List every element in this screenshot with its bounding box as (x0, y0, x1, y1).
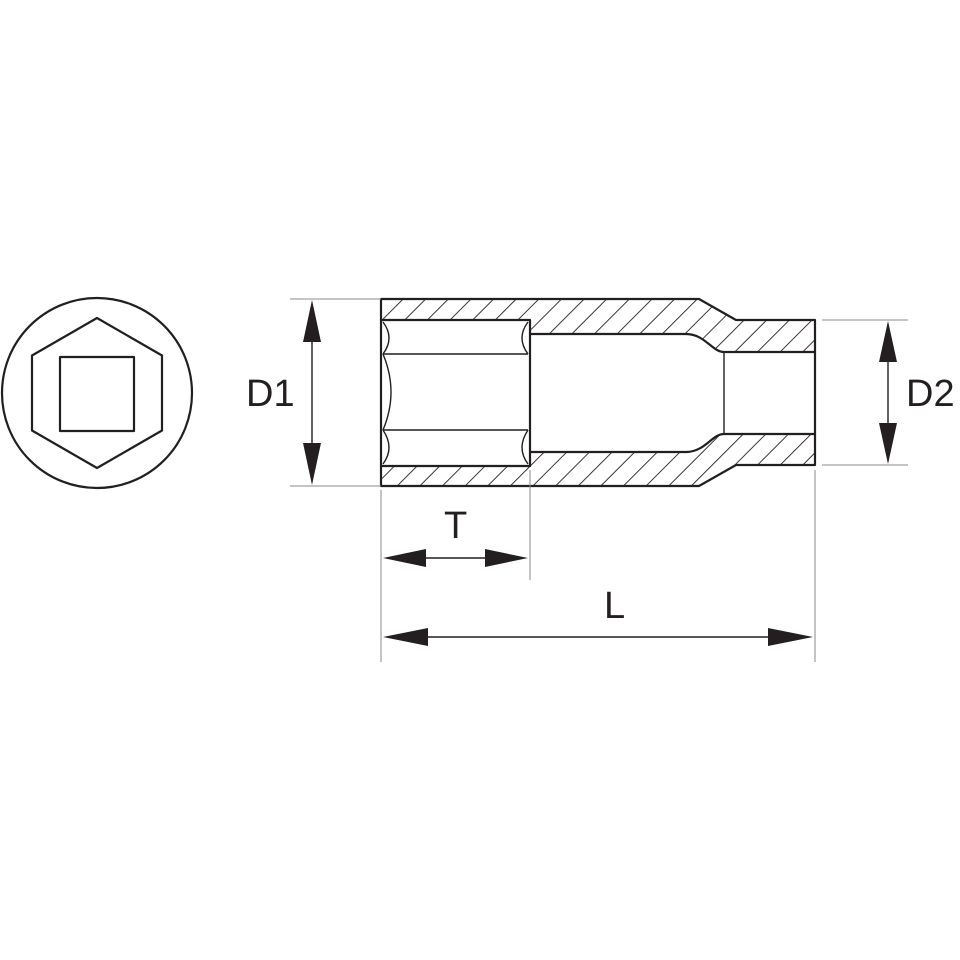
square-drive-opening (58, 355, 136, 433)
socket-section-view (379, 297, 817, 488)
l-arrow-left (383, 628, 428, 646)
hex-drive-opening (30, 316, 164, 470)
dimension-t: T (380, 470, 531, 662)
d2-arrow-top (879, 321, 897, 362)
socket-end-view (0, 296, 194, 490)
t-arrow-right (485, 549, 528, 567)
hex-flat-arc-left-mid (382, 353, 392, 431)
socket-outer-contour (379, 297, 817, 488)
dimension-d2: D2 (822, 319, 955, 466)
d1-label: D1 (246, 373, 295, 415)
bore-upper-edge (528, 332, 817, 354)
hex-opening-top-edge (379, 318, 532, 468)
bore-lower-edge (528, 432, 817, 454)
t-label: T (444, 505, 467, 547)
hex-flat-arc-right-top (521, 321, 529, 355)
l-arrow-right (768, 628, 813, 646)
l-label: L (604, 585, 625, 627)
hatched-wall-top (381, 299, 815, 352)
socket-outer-circle (0, 296, 194, 490)
hex-flat-arc-left-bot (382, 429, 390, 465)
dimension-l: L (383, 470, 816, 662)
d1-arrow-top (303, 300, 321, 342)
d1-arrow-bottom (303, 443, 321, 485)
hex-flat-arc-right-bot (521, 429, 529, 465)
hatched-wall-bottom (381, 434, 815, 486)
d2-label: D2 (906, 373, 955, 415)
t-arrow-left (383, 549, 426, 567)
dimension-d1: D1 (246, 298, 381, 487)
d2-arrow-bottom (879, 423, 897, 464)
hex-flat-arc-left-top (382, 321, 390, 355)
